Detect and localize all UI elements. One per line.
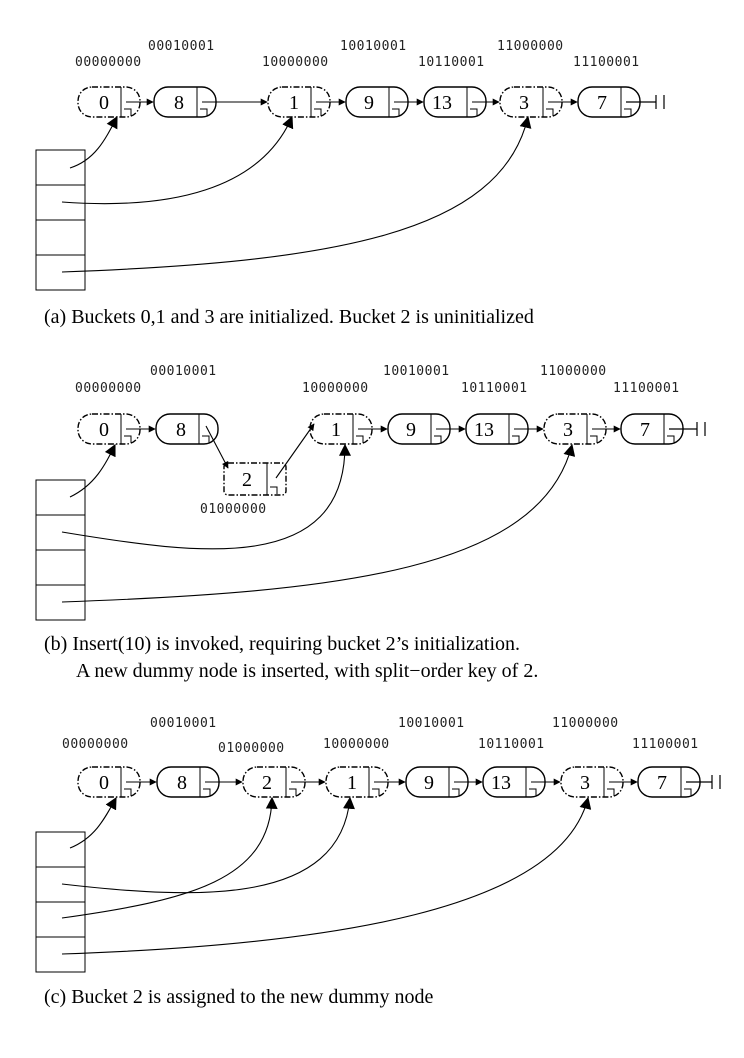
bucket-0 — [35, 149, 86, 186]
bucket-pointer-3 — [61, 443, 576, 603]
list-node-3: 3 — [560, 766, 624, 798]
node-key-13: 10110001 — [461, 381, 528, 396]
node-value-0: 0 — [99, 419, 109, 441]
node-value-9: 9 — [406, 419, 416, 441]
bucket-3 — [35, 584, 86, 621]
node-key-8: 00010001 — [150, 716, 217, 731]
node-key-9: 10010001 — [340, 39, 407, 54]
node-value-13: 13 — [474, 419, 494, 441]
bucket-pointer-0 — [69, 443, 116, 498]
null-terminator — [626, 95, 665, 109]
list-node-13: 13 — [423, 86, 487, 118]
panel-c: 00000000 00010001 01000000 10000000 1001… — [35, 716, 721, 1008]
node-value-8: 8 — [177, 772, 187, 794]
list-node-9: 9 — [345, 86, 409, 118]
list-node-1: 1 — [325, 766, 389, 798]
node-value-3: 3 — [580, 772, 590, 794]
node-value-3: 3 — [519, 92, 529, 114]
list-node-1: 1 — [267, 86, 331, 118]
list-node-7: 7 — [620, 413, 684, 445]
node-value-2: 2 — [242, 469, 252, 491]
node-key-1: 10000000 — [262, 55, 329, 70]
node-value-8: 8 — [174, 92, 184, 114]
node-key-13: 10110001 — [478, 737, 545, 752]
node-key-7: 11100001 — [573, 55, 640, 70]
node-value-7: 7 — [657, 772, 667, 794]
node-key-0: 00000000 — [62, 737, 129, 752]
panel-b: 00000000 00010001 10000000 10010001 1011… — [35, 364, 706, 682]
node-value-2: 2 — [262, 772, 272, 794]
node-key-3: 11000000 — [497, 39, 564, 54]
bucket-pointer-0 — [69, 115, 118, 169]
bucket-pointer-3 — [61, 796, 592, 955]
node-value-0: 0 — [99, 92, 109, 114]
node-value-8: 8 — [176, 419, 186, 441]
node-key-1: 10000000 — [302, 381, 369, 396]
node-key-8: 00010001 — [150, 364, 217, 379]
null-terminator — [669, 422, 706, 436]
bucket-pointer-1 — [61, 796, 355, 894]
node-value-1: 1 — [347, 772, 357, 794]
bucket-array — [35, 479, 86, 621]
node-value-13: 13 — [491, 772, 511, 794]
bucket-2 — [35, 549, 86, 586]
next-link — [205, 425, 229, 469]
bucket-array — [35, 149, 86, 291]
list-node-0: 0 — [77, 766, 141, 798]
node-value-7: 7 — [597, 92, 607, 114]
node-value-9: 9 — [364, 92, 374, 114]
bucket-array — [35, 831, 86, 973]
node-key-0: 00000000 — [75, 381, 142, 396]
bucket-pointer-3 — [61, 115, 532, 273]
node-key-2: 01000000 — [218, 741, 285, 756]
node-value-13: 13 — [432, 92, 452, 114]
bucket-pointer-2 — [61, 796, 278, 919]
node-value-0: 0 — [99, 772, 109, 794]
node-key-9: 10010001 — [398, 716, 465, 731]
caption-b-line1: (b) Insert(10) is invoked, requiring buc… — [44, 633, 520, 655]
node-key-9: 10010001 — [383, 364, 450, 379]
next-link — [275, 423, 315, 479]
node-key-7: 11100001 — [632, 737, 699, 752]
list-node-13: 13 — [465, 413, 529, 445]
node-key-2: 01000000 — [200, 502, 267, 517]
bucket-0 — [35, 479, 86, 516]
node-value-1: 1 — [289, 92, 299, 114]
node-key-13: 10110001 — [418, 55, 485, 70]
list-node-9: 9 — [405, 766, 469, 798]
caption-a: (a) Buckets 0,1 and 3 are initialized. B… — [44, 306, 534, 328]
list-node-9: 9 — [387, 413, 451, 445]
bucket-pointer-1 — [61, 115, 294, 205]
bucket-3 — [35, 254, 86, 291]
node-value-9: 9 — [424, 772, 434, 794]
bucket-2 — [35, 901, 86, 938]
node-value-7: 7 — [640, 419, 650, 441]
node-key-8: 00010001 — [148, 39, 215, 54]
bucket-2 — [35, 219, 86, 256]
list-node-8: 8 — [156, 766, 220, 798]
caption-b-line2: A new dummy node is inserted, with split… — [76, 660, 538, 682]
bucket-0 — [35, 831, 86, 868]
caption-c: (c) Bucket 2 is assigned to the new dumm… — [44, 986, 433, 1008]
node-key-1: 10000000 — [323, 737, 390, 752]
list-node-13: 13 — [482, 766, 546, 798]
list-node-8: 8 — [155, 413, 219, 445]
bucket-pointer-1 — [61, 443, 351, 550]
node-key-7: 11100001 — [613, 381, 680, 396]
node-value-1: 1 — [331, 419, 341, 441]
bucket-1 — [35, 514, 86, 551]
null-terminator — [686, 775, 721, 789]
node-key-0: 00000000 — [75, 55, 142, 70]
node-value-3: 3 — [563, 419, 573, 441]
node-key-3: 11000000 — [540, 364, 607, 379]
bucket-3 — [35, 936, 86, 973]
bucket-1 — [35, 866, 86, 903]
bucket-pointer-0 — [69, 796, 117, 849]
panel-a: 00000000 00010001 10000000 10010001 1011… — [35, 39, 665, 328]
new-dummy-node-2: 2 — [223, 462, 287, 496]
node-key-3: 11000000 — [552, 716, 619, 731]
